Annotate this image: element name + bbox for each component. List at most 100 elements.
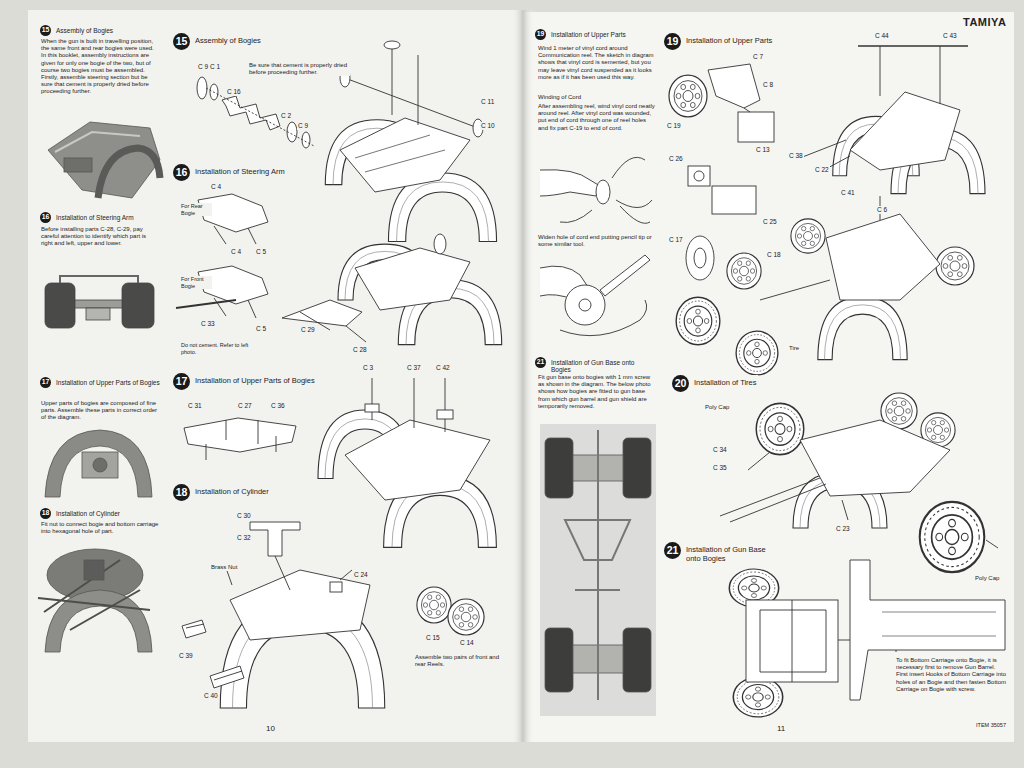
wheel-parts (736, 331, 778, 375)
upper-parts-assembly (372, 378, 445, 432)
part-label: C 9 (197, 63, 209, 71)
part-label: C 14 (459, 639, 475, 647)
photo-gun-base (565, 430, 630, 700)
note-text: For Rear Bogie (180, 203, 212, 216)
part-label: C 4 (210, 183, 222, 191)
part-label: TAMIYA (962, 16, 1007, 29)
step-number: 17 (40, 377, 51, 388)
page-ground (28, 10, 1014, 742)
part-label: C 1 (209, 63, 221, 71)
part-label: Tire (788, 345, 800, 352)
photo-gun-base (545, 438, 573, 498)
photo-steering (86, 308, 110, 320)
part-label: C 5 (255, 248, 267, 256)
step-badge: 18 Installation of Cylinder (40, 508, 121, 519)
part-label: C 42 (435, 364, 451, 372)
reel-parts (688, 166, 710, 186)
upper-assembly-reels (826, 214, 940, 300)
note-text: Fit nut to connect bogie and bottom carr… (40, 521, 160, 535)
step-heading: Installation of Upper Parts (550, 29, 627, 38)
step-heading: Installation of Tires (693, 375, 758, 388)
cord-winding-sketch (560, 206, 650, 223)
part-label: C 7 (752, 53, 764, 61)
photo-steering (60, 276, 138, 283)
step-badge: 16Installation of Steering Arm (173, 164, 286, 181)
upper-parts-assembly (318, 378, 496, 547)
photo-steering (45, 276, 154, 328)
cord-hole-sketch (540, 255, 650, 336)
bogie-assembly (355, 135, 445, 172)
upper-assembly-reels (791, 219, 825, 253)
step-heading: Installation of Cylinder (194, 484, 270, 497)
photo-gun-base (545, 628, 573, 692)
bogie-exploded (302, 132, 310, 148)
upper-parts-assembly (345, 420, 490, 500)
step-heading: Installation of Upper Parts of Bogies (194, 373, 316, 386)
wheel-parts (676, 297, 720, 345)
cord-hole-sketch (565, 285, 605, 325)
step-badge: 21Installation of Gun Base onto Bogies (664, 542, 779, 563)
part-label: C 16 (226, 88, 242, 96)
upper-assembly (800, 46, 940, 170)
part-label: C 13 (755, 146, 771, 154)
part-label: C 8 (762, 81, 774, 89)
cord-hole-sketch (579, 299, 591, 311)
photo-bogie (48, 122, 160, 198)
part-label: C 19 (666, 122, 682, 130)
bogie-assembly (384, 41, 400, 49)
photo-gun-base (540, 424, 656, 716)
photo-bogie (64, 158, 92, 172)
step-number: 15 (173, 33, 190, 50)
part-label: C 33 (200, 320, 216, 328)
steering-arm-parts (176, 194, 268, 318)
steering-assembly (282, 300, 362, 326)
part-label: C 30 (236, 512, 252, 520)
steering-assembly (355, 248, 470, 310)
part-label: Poly Cap (974, 575, 1000, 582)
reels (448, 599, 484, 635)
steering-assembly (282, 234, 502, 345)
gun-base-assembly (746, 600, 838, 682)
photo-gun-base (623, 438, 651, 498)
photo-gun-base (623, 628, 651, 692)
note-text: Do not cement. Refer to left photo. (180, 342, 254, 355)
steering-arm-parts (176, 300, 236, 308)
step-badge: 19Installation of Upper Parts (664, 33, 773, 50)
part-label: C 24 (353, 571, 369, 579)
bogie-assembly (325, 41, 496, 241)
wheel-parts (694, 248, 706, 268)
cord-hole-sketch (600, 255, 650, 296)
note-text: Before installing parts C-28, C-29, pay … (40, 226, 160, 248)
part-label: C 10 (480, 122, 496, 130)
part-label: 11 (776, 724, 786, 734)
reels (417, 587, 484, 635)
photo-steering (75, 300, 122, 308)
bogie-exploded (206, 88, 314, 146)
upper-parts-exploded (184, 418, 296, 452)
upper-assembly (858, 45, 968, 47)
wheel-parts (727, 253, 761, 289)
step-number: 19 (664, 33, 681, 50)
part-label: C 18 (766, 251, 782, 259)
cord-winding-sketch (540, 170, 600, 196)
gun-base-assembly (729, 560, 1005, 717)
photo-upper-parts (45, 430, 152, 497)
bogie-assembly (345, 45, 478, 128)
steering-assembly (434, 234, 446, 254)
part-label: C 34 (712, 446, 728, 454)
step-badge: 17Installation of Upper Parts of Bogies (40, 377, 161, 388)
photo-bogie (55, 132, 140, 152)
bogie-exploded (222, 96, 280, 130)
step-number: 18 (40, 508, 51, 519)
step-heading: Installation of Steering Arm (194, 164, 286, 177)
part-label: C 37 (406, 364, 422, 372)
part-label: C 15 (425, 634, 441, 642)
tires-assembly (748, 452, 998, 548)
photo-upper-parts (82, 452, 118, 478)
step-heading: Installation of Cylinder (55, 508, 121, 517)
upper-assembly (800, 46, 985, 194)
page-ground (28, 10, 522, 742)
photo-cylinder (38, 560, 150, 630)
part-label: C 36 (270, 402, 286, 410)
step-heading: Assembly of Bogies (55, 25, 114, 34)
